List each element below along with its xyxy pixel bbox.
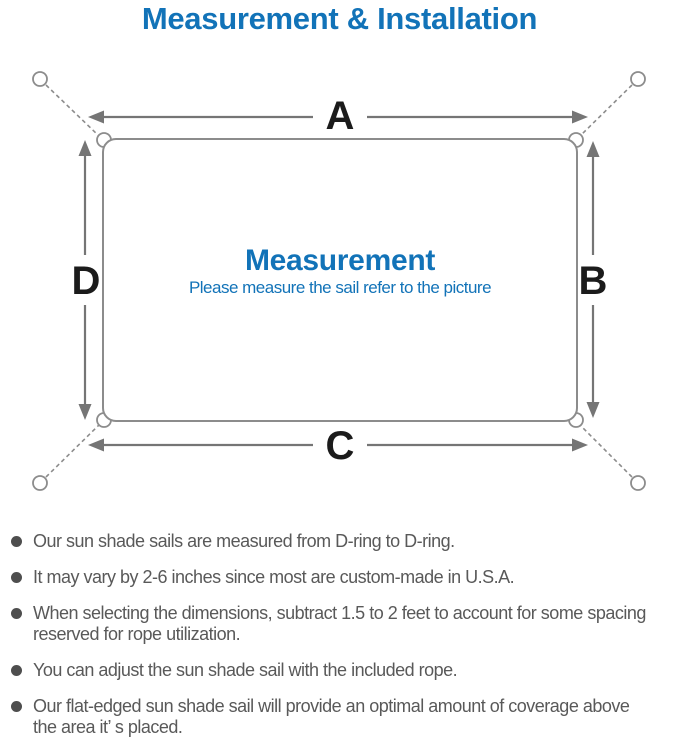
dimension-label-c: C [326,424,355,468]
bullet-dot-icon [11,536,22,547]
page-title: Measurement & Installation [141,1,538,36]
bullet-dot-icon [11,608,22,619]
bullet-line: Our sun shade sails are measured from D-… [33,531,455,551]
arrowhead-b-down-icon [586,402,600,418]
anchor-point-icon-top-right [630,71,646,87]
dimension-label-d: D [72,259,101,303]
anchor-point-icon-top-left [32,71,48,87]
bullet-line: reserved for rope utilization. [33,624,241,644]
bullet-line: When selecting the dimensions, subtract … [33,603,646,623]
anchor-point-icon-bottom-left [32,475,48,491]
diagram-center-subtitle: Please measure the sail refer to the pic… [189,278,491,297]
list-item: Our sun shade sails are measured from D-… [9,531,677,552]
arrowhead-b-up-icon [586,141,600,157]
sail-rectangle [102,138,578,422]
bullet-dot-icon [11,701,22,712]
notes-list: Our sun shade sails are measured from D-… [9,531,677,739]
measurement-diagram: A C D B Measurement Please measure the s… [32,71,646,491]
dimension-label-b: B [579,259,608,303]
bullet-line: the area it’ s placed. [33,717,183,737]
anchor-point-icon-bottom-right [630,475,646,491]
list-item: When selecting the dimensions, subtract … [9,603,677,645]
rope-dashed-line-bottom-right [578,423,633,478]
list-item: You can adjust the sun shade sail with t… [9,660,677,681]
bullet-line: It may vary by 2-6 inches since most are… [33,567,515,587]
arrowhead-c-left-icon [88,438,104,452]
dimension-label-a: A [326,94,355,138]
diagram-center-title: Measurement [245,244,435,277]
arrowhead-a-right-icon [572,110,588,124]
bullet-line: You can adjust the sun shade sail with t… [33,660,458,680]
bullet-line: Our flat-edged sun shade sail will provi… [33,696,630,716]
list-item: It may vary by 2-6 inches since most are… [9,567,677,588]
arrowhead-a-left-icon [88,110,104,124]
arrowhead-d-down-icon [78,404,92,420]
arrowhead-c-right-icon [572,438,588,452]
rope-dashed-line-bottom-left [45,423,101,478]
arrowhead-d-up-icon [78,140,92,156]
list-item: Our flat-edged sun shade sail will provi… [9,696,677,738]
bullet-dot-icon [11,572,22,583]
bullet-dot-icon [11,665,22,676]
rope-dashed-line-top-left [45,84,101,138]
rope-dashed-line-top-right [578,84,633,138]
